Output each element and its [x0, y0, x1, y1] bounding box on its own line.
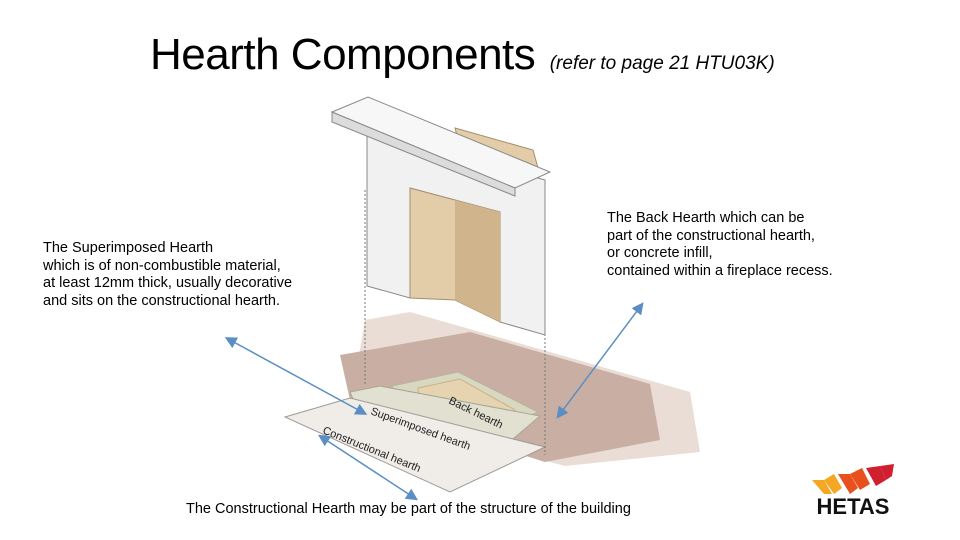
arrow-constructional [317, 434, 419, 501]
caption-back-hearth: The Back Hearth which can be part of the… [607, 210, 833, 279]
hetas-logo: HETAS [810, 462, 896, 520]
logo-text: HETAS [816, 494, 890, 519]
hetas-logo-mark [812, 464, 894, 494]
title-reference: (refer to page 21 HTU03K) [549, 53, 775, 74]
arrow-back-hearth [556, 302, 644, 419]
arrow-superimposed [224, 337, 368, 415]
mantel-front [331, 111, 516, 197]
fireplace-opening-shade [455, 200, 500, 322]
caption-constructional-hearth: The Constructional Hearth may be part of… [186, 501, 631, 517]
title-main: Hearth Components [150, 30, 536, 79]
caption-superimposed-hearth: The Superimposed Hearth which is of non-… [43, 240, 293, 309]
page-title: Hearth Components (refer to page 21 HTU0… [150, 30, 775, 80]
